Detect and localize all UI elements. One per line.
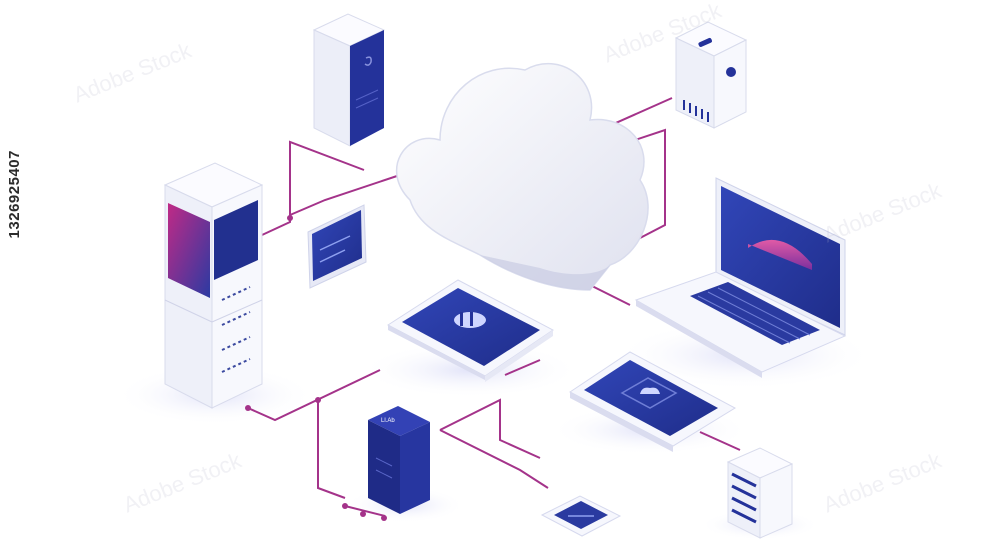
cloud-icon [397,64,648,290]
router-device [676,22,746,128]
floating-screen-panel [308,205,366,288]
side-watermark-id: 1326925407 [6,150,23,238]
rack-server-with-magenta-panel [165,163,262,408]
tall-server-tower [314,14,384,146]
blue-server-unit [368,406,430,514]
mini-display-device [542,496,620,536]
white-server-stack [728,448,792,538]
device-label: Ll.Ab [381,418,395,424]
